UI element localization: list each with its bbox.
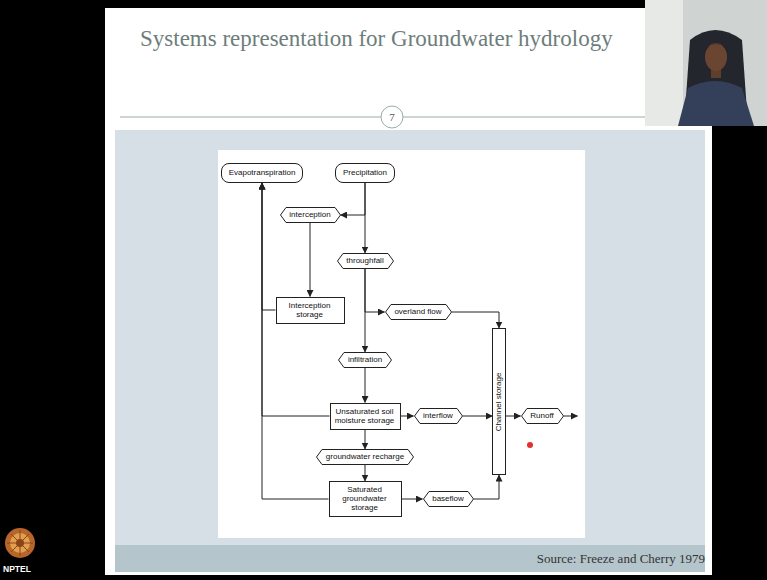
slide-title: Systems representation for Groundwater h… xyxy=(140,26,613,52)
flow-arrow xyxy=(341,183,366,215)
flow-arrow xyxy=(365,269,385,312)
node-label: Channel storage xyxy=(494,372,503,431)
storage-box: Unsaturated soil moisture storage xyxy=(330,403,401,430)
flow-arrow xyxy=(262,183,329,499)
laser-pointer xyxy=(527,442,533,448)
storage-box: Saturated groundwater storage xyxy=(329,481,402,517)
flow-arrow xyxy=(365,269,366,352)
process-hexagon: infiltration xyxy=(338,352,392,368)
node-label: interflow xyxy=(423,411,454,420)
outflow-arrow xyxy=(564,416,578,417)
channel-storage-box: Channel storage xyxy=(492,328,505,475)
node-label: baseflow xyxy=(432,494,465,503)
node-label: Unsaturated soil moisture storage xyxy=(335,407,395,425)
node-label: overland flow xyxy=(394,307,443,316)
nptel-logo xyxy=(5,528,35,558)
flow-arrow xyxy=(401,416,414,417)
flow-arrow xyxy=(365,430,366,450)
input-box: Precipitation xyxy=(335,163,395,183)
webcam-inset xyxy=(645,0,767,126)
flow-arrow xyxy=(474,475,500,499)
node-label: throughfall xyxy=(346,256,385,265)
process-hexagon: interception xyxy=(280,207,341,223)
flow-arrow xyxy=(402,499,423,500)
logo-text: NPTEL xyxy=(3,564,31,574)
flow-arrow xyxy=(452,312,500,328)
node-label: Precipitation xyxy=(342,168,388,177)
flow-arrow xyxy=(365,183,366,253)
process-hexagon: groundwater recharge xyxy=(316,449,414,465)
output-box: Evapotranspiration xyxy=(221,163,303,183)
output-hexagon: Runoff xyxy=(521,408,564,424)
process-hexagon: baseflow xyxy=(423,491,474,507)
flow-arrow xyxy=(365,465,366,481)
node-label: Interception storage xyxy=(281,301,339,319)
node-label: interception xyxy=(289,210,332,219)
node-label: groundwater recharge xyxy=(325,452,405,461)
flow-arrow xyxy=(310,223,311,297)
slide-number: 7 xyxy=(380,109,404,125)
node-label: Saturated groundwater storage xyxy=(334,485,396,513)
node-label: Evapotranspiration xyxy=(228,168,296,177)
flow-arrow xyxy=(365,368,366,403)
flow-arrow xyxy=(463,416,493,417)
flow-arrow xyxy=(262,183,276,310)
source-note: Source: Freeze and Cherry 1979 xyxy=(537,551,705,567)
node-label: infiltration xyxy=(347,355,383,364)
flow-arrow xyxy=(506,416,521,417)
process-hexagon: interflow xyxy=(414,408,463,424)
process-hexagon: throughfall xyxy=(337,253,394,269)
node-label: Runoff xyxy=(530,411,555,420)
process-hexagon: overland flow xyxy=(385,304,452,320)
storage-box: Interception storage xyxy=(276,297,345,324)
